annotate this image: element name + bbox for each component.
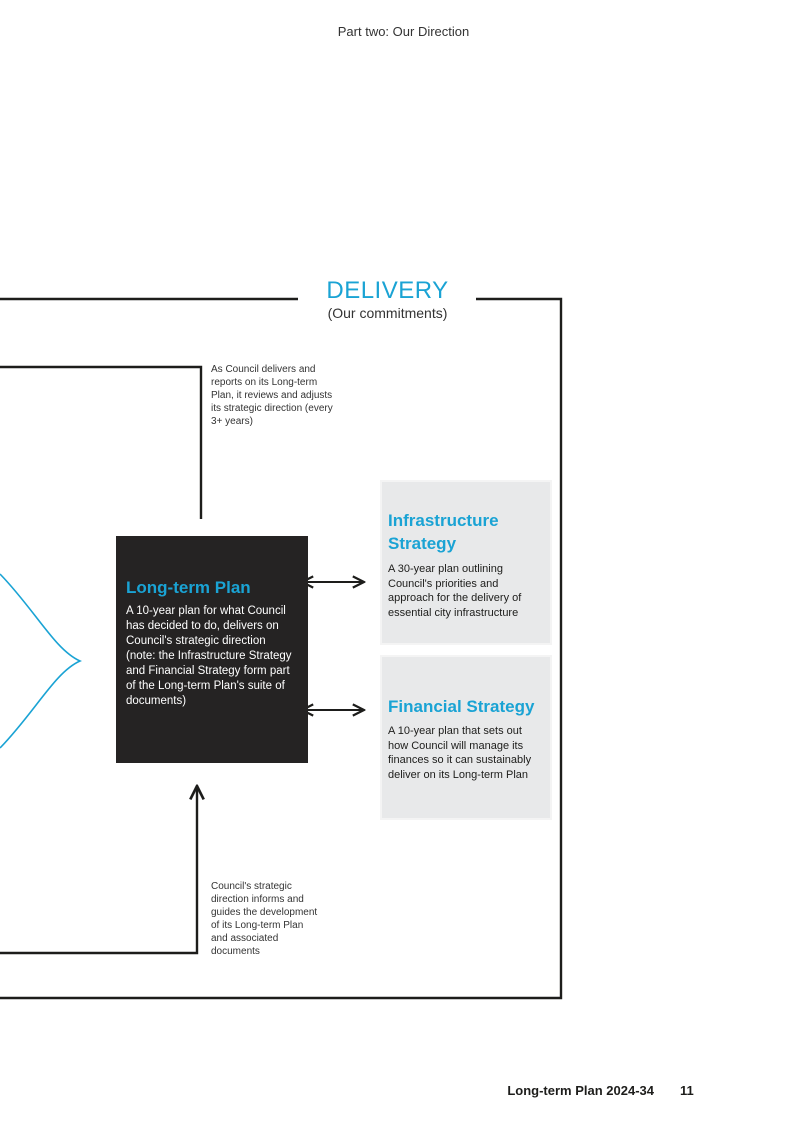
delivery-subtitle: (Our commitments) <box>327 305 448 321</box>
financial-strategy-box: Financial Strategy A 10-year plan that s… <box>380 655 552 820</box>
delivery-frame <box>0 297 563 1000</box>
infrastructure-strategy-box: Infrastructure Strategy A 30-year plan o… <box>380 480 552 645</box>
footer-document-title: Long-term Plan 2024-34 <box>507 1083 654 1098</box>
infrastructure-strategy-title: Infrastructure Strategy <box>388 511 499 553</box>
note-review-direction: As Council delivers and reports on its L… <box>211 364 333 427</box>
note-guides-development: Council's strategic direction informs an… <box>211 881 318 957</box>
page-section-header: Part two: Our Direction <box>337 24 470 39</box>
guidance-line-bottom <box>0 786 197 955</box>
direction-curve <box>0 573 82 749</box>
financial-strategy-description: A 10-year plan that sets out how Council… <box>388 725 532 781</box>
feedback-line-top <box>0 365 203 519</box>
long-term-plan-title: Long-term Plan <box>126 578 251 597</box>
page-number: 11 <box>680 1083 694 1098</box>
long-term-plan-box: Long-term Plan A 10-year plan for what C… <box>116 536 308 763</box>
long-term-plan-description: A 10-year plan for what Council has deci… <box>126 605 292 707</box>
delivery-title: DELIVERY <box>326 277 449 304</box>
infrastructure-strategy-description: A 30-year plan outlining Council's prior… <box>388 563 522 619</box>
financial-strategy-title: Financial Strategy <box>388 697 535 716</box>
